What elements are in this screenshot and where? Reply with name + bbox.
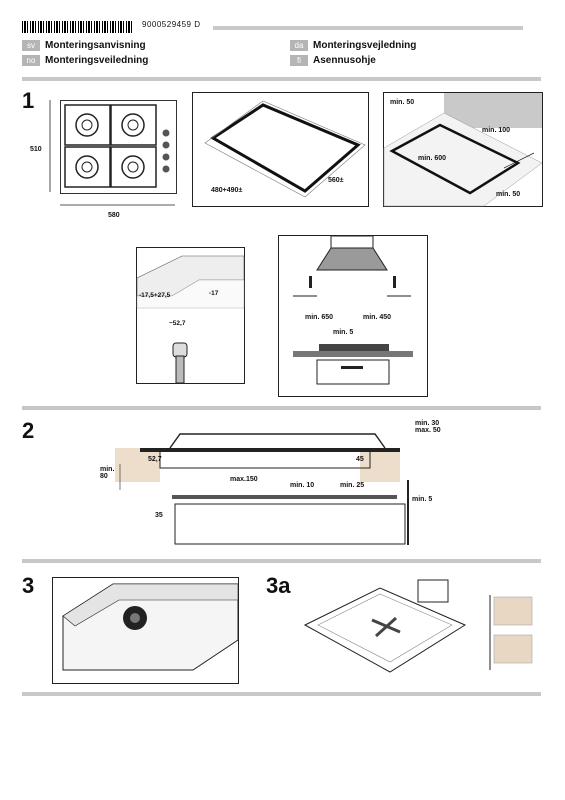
dim-min80: min. 80 xyxy=(100,466,115,480)
hob-width: 580 xyxy=(108,212,120,219)
dim-max150: max.150 xyxy=(230,476,258,483)
section-number: 3 xyxy=(22,573,35,598)
cutout-diagram: 480+490± 560± xyxy=(192,92,369,207)
dim-min25: min. 25 xyxy=(340,482,365,489)
clearance-drawing xyxy=(383,93,543,207)
dim-min30-max50: min. 30 max. 50 xyxy=(415,420,441,434)
language-code: da xyxy=(290,40,308,51)
dim-35: 35 xyxy=(155,512,163,519)
section-drawing xyxy=(115,433,409,545)
clamp-detail xyxy=(52,577,239,684)
language-title: Monteringsvejledning xyxy=(313,40,417,51)
hood-left-height: min. 650 xyxy=(305,314,334,321)
hood-gap: min. 5 xyxy=(333,329,354,336)
language-code: no xyxy=(22,55,40,66)
cutout-drawing xyxy=(204,100,366,198)
corner-detail: -17,5+27,5 -17 ~52,7 xyxy=(136,247,245,384)
clearance-front: min. 50 xyxy=(496,191,521,198)
corner-dim-c: ~52,7 xyxy=(169,320,186,327)
language-title: Monteringsveiledning xyxy=(45,55,149,66)
clamp-drawing xyxy=(62,583,239,671)
language-title: Monteringsanvisning xyxy=(45,40,146,51)
corner-drawing xyxy=(136,255,245,384)
header-rule xyxy=(213,26,523,30)
language-code: sv xyxy=(22,40,40,51)
underside-drawing xyxy=(303,579,467,673)
clearance-depth: min. 600 xyxy=(418,155,447,162)
hood-right-height: min. 450 xyxy=(363,314,392,321)
section-number: 3a xyxy=(266,573,291,598)
hob-underside-diagram xyxy=(300,570,470,680)
language-title: Asennusohje xyxy=(313,55,376,66)
corner-dim-b: -17 xyxy=(209,290,219,297)
clearance-diagram: min. 50 min. 100 min. 600 min. 50 xyxy=(383,92,543,207)
hob-drawing xyxy=(64,104,170,188)
hood-diagram: min. 650 min. 450 min. 5 xyxy=(278,235,428,397)
cutout-width: 560± xyxy=(328,177,344,184)
language-da: da Monteringsvejledning xyxy=(290,40,416,51)
section-divider xyxy=(22,77,541,81)
installation-section-diagram: min. 30 max. 50 min. 80 52,7 max.150 min… xyxy=(100,420,441,545)
language-sv: sv Monteringsanvisning xyxy=(22,40,146,51)
hob-height: 510 xyxy=(30,146,42,153)
section-divider xyxy=(22,692,541,696)
section-divider xyxy=(22,559,541,563)
document-number: 9000529459 D xyxy=(142,20,201,29)
clamp-side-detail xyxy=(484,595,536,670)
dim-52: 52,7 xyxy=(148,456,162,463)
language-code: fi xyxy=(290,55,308,66)
section-number: 1 xyxy=(22,88,35,113)
clamp-side-drawing xyxy=(489,595,533,670)
clearance-side: min. 100 xyxy=(482,127,511,134)
language-fi: fi Asennusohje xyxy=(290,55,376,66)
language-no: no Monteringsveiledning xyxy=(22,55,148,66)
cutout-depth: 480+490± xyxy=(211,187,243,194)
section-number: 2 xyxy=(22,418,35,443)
hood-drawing xyxy=(293,235,413,385)
section-divider xyxy=(22,406,541,410)
barcode xyxy=(22,21,134,33)
clearance-back: min. 50 xyxy=(390,99,415,106)
dim-45: 45 xyxy=(356,456,364,463)
hob-top-view xyxy=(60,100,177,194)
corner-dim-a: -17,5+27,5 xyxy=(139,292,171,299)
dim-min5: min. 5 xyxy=(412,496,433,503)
dim-min10: min. 10 xyxy=(290,482,315,489)
